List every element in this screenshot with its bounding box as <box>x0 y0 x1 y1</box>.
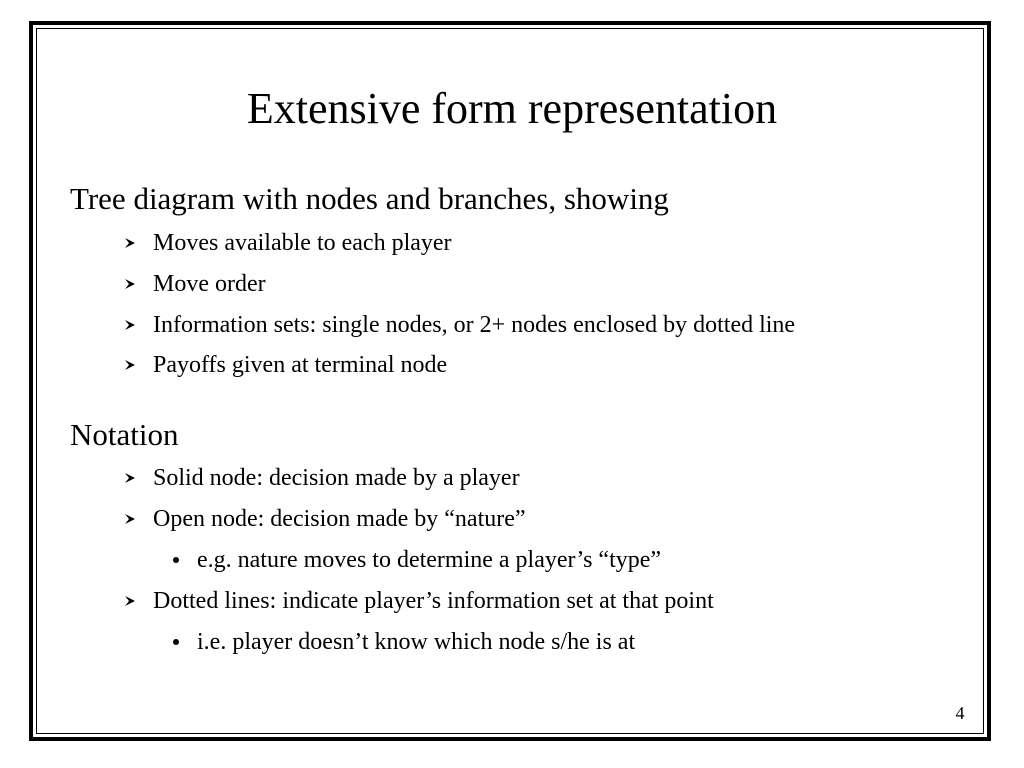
arrow-bullet-icon <box>124 269 140 299</box>
sub-list-item: i.e. player doesn’t know which node s/he… <box>197 629 636 655</box>
arrow-bullet-icon <box>124 586 140 616</box>
slide-title: Extensive form representation <box>246 84 778 133</box>
section-heading-tree-diagram: Tree diagram with nodes and branches, sh… <box>70 181 669 216</box>
arrow-bullet-icon <box>124 310 140 340</box>
slide-inner-border <box>36 28 984 734</box>
arrow-bullet-icon <box>124 463 140 493</box>
arrow-bullet-icon <box>124 228 140 258</box>
section-heading-notation: Notation <box>70 417 179 452</box>
arrow-bullet-icon <box>124 350 140 380</box>
list-item: Open node: decision made by “nature” <box>153 506 526 532</box>
list-item: Payoffs given at terminal node <box>153 352 448 378</box>
slide-outer-border <box>29 21 991 741</box>
list-item: Information sets: single nodes, or 2+ no… <box>153 312 796 338</box>
page-number: 4 <box>955 703 965 723</box>
sub-list-item: e.g. nature moves to determine a player’… <box>197 547 662 573</box>
arrow-bullet-icon <box>124 504 140 534</box>
list-item: Move order <box>153 271 266 297</box>
list-item: Solid node: decision made by a player <box>153 465 520 491</box>
dot-bullet-icon <box>170 545 184 575</box>
list-item: Dotted lines: indicate player’s informat… <box>153 588 714 614</box>
list-item: Moves available to each player <box>153 230 452 256</box>
dot-bullet-icon <box>170 627 184 657</box>
